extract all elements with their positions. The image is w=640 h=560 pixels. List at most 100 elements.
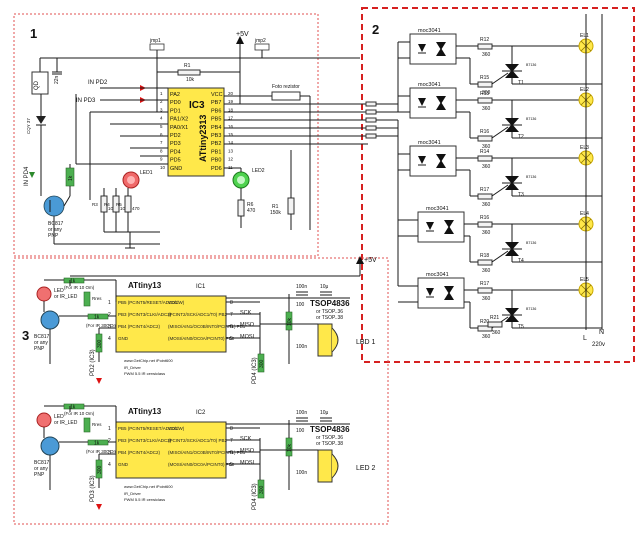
ir-led-label2-IC2: or IR_LED	[54, 420, 78, 426]
resistor-R17	[477, 193, 493, 200]
chip-right-num-IC1-1: 7	[230, 312, 233, 318]
lamp-label-5: EL5	[580, 277, 589, 283]
lbd-IC2: LED 2	[356, 465, 376, 472]
bc817-label: BC817	[48, 221, 64, 227]
ic3-output-wires	[224, 103, 368, 145]
pd-res-val-IC2: 300	[97, 465, 103, 474]
resistor-val-top-3: 360	[482, 164, 491, 170]
svg-text:360: 360	[492, 330, 501, 336]
resistor-val-2: 470	[132, 206, 140, 211]
ir-led-label2-IC1: or IR_LED	[54, 294, 78, 300]
r6-value: 470	[247, 208, 256, 214]
jumper-2-label: jmp2	[254, 38, 266, 44]
ic3-pin-num-6: 6	[160, 132, 163, 137]
chip-left-pin-IC1-3: PB4 (PCINT4/ADC2)	[118, 324, 161, 329]
chip-IC1	[115, 295, 227, 353]
resistor-val-0: 10k	[108, 206, 116, 211]
ic3-pin-num-8: 8	[160, 148, 163, 153]
ic3-pin-num-5: 5	[160, 124, 163, 129]
resistor-val-1: 10k	[120, 206, 128, 211]
transistor-sub-IC2: or any	[34, 466, 48, 472]
resistor-name-top-3: R14	[480, 149, 489, 155]
ic3-pin-num-18: 18	[228, 107, 234, 112]
chip-left-num-IC2-0: 1	[108, 426, 111, 432]
url-IC1: www.GetChip.net iPoint600	[124, 358, 173, 363]
ic3-pin-14: PB2	[211, 141, 221, 147]
chip-IC2	[115, 421, 227, 479]
tsop-sub1-IC2: or TSOP..36	[316, 435, 343, 441]
jumper-2: jmp2	[254, 38, 270, 58]
chip-right-pin-IC2-5: (MOSI/AIN0/OC0A/PCINT0) PB0	[168, 462, 235, 467]
resistor-R13	[477, 97, 493, 104]
optotriac-2	[409, 87, 457, 119]
ir-led-label-IC2: LED	[54, 414, 64, 420]
pd4-res-val-IC1: 300	[259, 359, 265, 368]
chip-left-num-IC1-2: 3	[108, 324, 111, 330]
resistor-val-top-2: 360	[482, 106, 491, 112]
triac-model-2: BT136	[526, 117, 536, 121]
triac-label-3: T3	[518, 192, 524, 198]
res-top-note-IC1: (For IR 10 Om)	[64, 285, 95, 290]
chip-name-IC1: IC1	[196, 284, 206, 290]
resistor-name-mid-2: R16	[480, 129, 489, 135]
chip-right-pin-IC1-8: VCC	[168, 300, 178, 305]
input-pd3: IN PD3	[76, 97, 168, 104]
ic3-pin-11: PD6	[211, 166, 222, 172]
chip-right-pin-IC1-7: (PCINT2/SCK/ADC1/T0) PB2	[168, 312, 228, 317]
triac-model-5: BT136	[526, 307, 536, 311]
pin-resistor-R7	[365, 101, 377, 107]
resistor-R14	[477, 155, 493, 162]
ic3-pin-9: PD5	[170, 158, 181, 164]
ir-led-IC1	[36, 286, 52, 302]
triac-label-2: T2	[518, 134, 524, 140]
transistor-label-IC2: BC817	[34, 460, 50, 466]
resistor-name-top-1: R12	[480, 37, 489, 43]
potentiometer-value: 150k	[270, 210, 281, 216]
resistor-val-mid-3: 360	[482, 202, 491, 208]
resistor-name-mid-1: R15	[480, 75, 489, 81]
r6: R6 470	[237, 199, 256, 228]
led2-label: LED2	[252, 168, 265, 174]
bc817-sub2: PNP	[48, 233, 59, 239]
cap1-IC2: 100n	[296, 410, 307, 416]
resistor-val-top-5: 360	[482, 296, 491, 302]
miso-IC1: MISO	[240, 322, 255, 328]
qd-cap-label: 22n	[54, 75, 60, 84]
ic3-pin-num-4: 4	[160, 116, 163, 121]
ic3-pin-10: GND	[170, 166, 182, 172]
plus5v-bottom-label: +5V	[364, 257, 377, 264]
pin-resistor-R9	[365, 117, 377, 123]
ic3-pin-num-15: 15	[228, 132, 234, 137]
qd-label: QD	[34, 80, 40, 90]
ic3-pin-2: PD0	[170, 100, 181, 106]
res-mid-note-IC1: (For IR 300 Om)	[86, 323, 119, 328]
pd-label-IC1: PD2 (IC3)	[90, 349, 96, 376]
triac-label-4: T4	[518, 258, 524, 264]
section-1-frame	[13, 13, 319, 257]
mosi-IC1: MOSI	[240, 334, 255, 340]
transistor-IC2	[40, 436, 60, 456]
ir-led: CQY 37	[26, 94, 46, 150]
triac-model-3: BT136	[526, 175, 536, 179]
pin-resistor-R11	[365, 133, 377, 139]
chip-left-num-IC2-1: 2	[108, 438, 111, 444]
resistor-name-2: R5	[116, 202, 122, 207]
triac-T5	[505, 308, 519, 316]
r1-value: 10k	[186, 77, 195, 83]
tsop-IC1: TSOP4836	[310, 299, 350, 308]
photo-resistor-label: Foto rezistor	[272, 84, 300, 90]
ir-led-label-IC1: LED	[54, 288, 64, 294]
tsop-sub2-IC2: or TSOP..38	[316, 441, 343, 447]
resistor-name-mid-3: R17	[480, 187, 489, 193]
rres-IC2	[83, 417, 91, 433]
res-mid-val-IC1: 1k	[94, 314, 100, 320]
res-10k-val-IC1: 10k	[287, 317, 293, 326]
pin-resistor-R8	[365, 109, 377, 115]
chip-name-IC2: IC2	[196, 410, 206, 416]
section-2-frame	[361, 7, 635, 363]
optotriac-label-3: moc3041	[418, 140, 441, 146]
cap3-IC2: 100n	[296, 470, 307, 476]
